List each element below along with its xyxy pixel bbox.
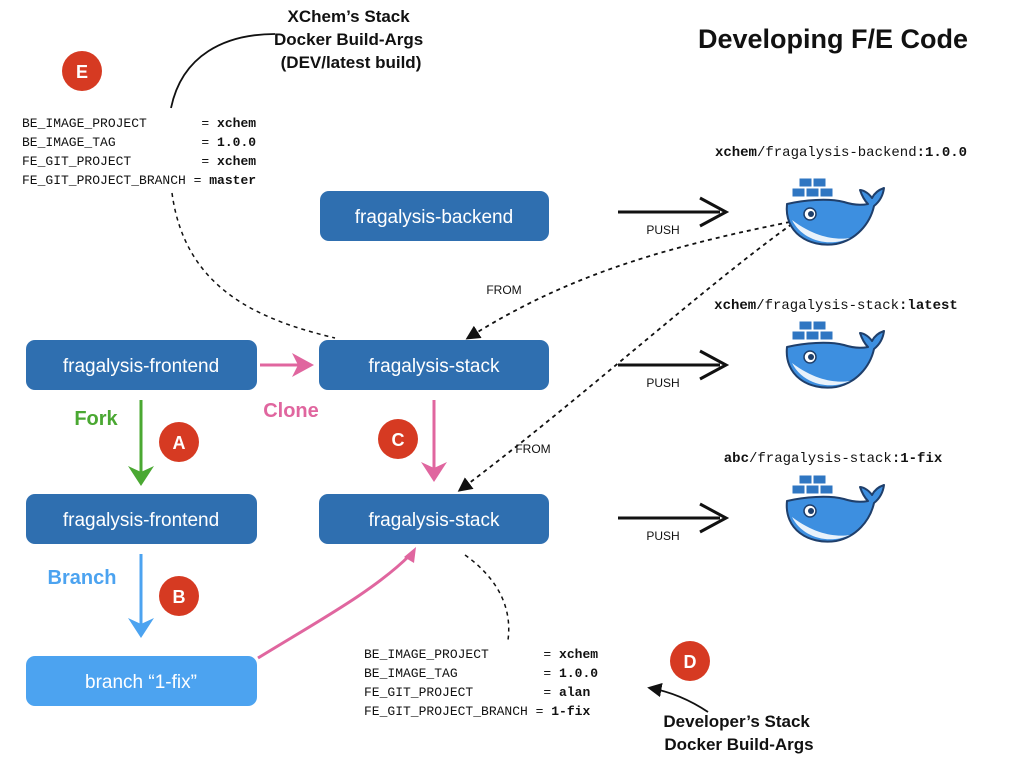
arg-value: alan <box>559 685 590 700</box>
svg-text:fragalysis-frontend: fragalysis-frontend <box>63 356 219 377</box>
from-label-bottom: FROM <box>515 442 550 456</box>
from-label-top: FROM <box>486 283 521 297</box>
svg-text:fragalysis-stack: fragalysis-stack <box>369 356 500 377</box>
badge-a: A <box>159 422 199 462</box>
svg-text:C: C <box>392 430 405 450</box>
svg-text:PUSH: PUSH <box>646 529 679 543</box>
box-fragalysis-frontend-fork: fragalysis-frontend <box>26 494 257 544</box>
push-arrow-stack-latest: PUSH <box>618 349 730 390</box>
svg-text:PUSH: PUSH <box>646 223 679 237</box>
image-name-backend: xchem/fragalysis-backend:1.0.0 <box>715 145 967 161</box>
badge-d: D <box>670 641 710 681</box>
branch-arrow-head <box>128 618 154 638</box>
badge-b: B <box>159 576 199 616</box>
xchem-args-caption: XChem’s Stack Docker Build-Args (DEV/lat… <box>274 7 428 72</box>
clone-arrow-vertical-head <box>421 462 447 482</box>
arg-value: 1.0.0 <box>217 135 256 150</box>
xchem-caption-pointer <box>170 33 276 109</box>
fork-label: Fork <box>74 408 118 430</box>
badge-e: E <box>62 51 102 91</box>
arg-value: master <box>209 173 256 188</box>
svg-text:FE_GIT_PROJECT_BRANCH = master: FE_GIT_PROJECT_BRANCH = master <box>22 173 256 188</box>
branch-to-stack-arrow-head <box>404 547 416 563</box>
svg-text:A: A <box>173 433 186 453</box>
branch-label: Branch <box>48 567 117 589</box>
docker-whale-icon <box>785 177 885 246</box>
arg-value: xchem <box>217 116 256 131</box>
svg-text:branch “1-fix”: branch “1-fix” <box>85 672 197 693</box>
arg-key: BE_IMAGE_TAG = <box>22 135 209 150</box>
box-fragalysis-frontend-origin: fragalysis-frontend <box>26 340 257 390</box>
arg-key: BE_IMAGE_TAG = <box>364 666 551 681</box>
push-arrow-backend: PUSH <box>618 196 730 237</box>
svg-text:FE_GIT_PROJECT = alan: FE_GIT_PROJECT = alan <box>364 685 590 700</box>
image-name-stack-latest: xchem/fragalysis-stack:latest <box>714 298 958 314</box>
image-name-stack-fix: abc/fragalysis-stack:1-fix <box>724 451 943 467</box>
dev-args-caption: Developer’s Stack Docker Build-Args <box>663 712 814 754</box>
arg-key: BE_IMAGE_PROJECT = <box>22 116 209 131</box>
from-arrow-to-stack <box>465 221 791 340</box>
arg-key: FE_GIT_PROJECT_BRANCH = <box>364 704 544 719</box>
badge-c: C <box>378 419 418 459</box>
box-fragalysis-stack-origin: fragalysis-stack <box>319 340 549 390</box>
svg-text:BE_IMAGE_PROJECT = xchem: BE_IMAGE_PROJECT = xchem <box>364 647 598 662</box>
svg-text:FE_GIT_PROJECT_BRANCH = 1-fix: FE_GIT_PROJECT_BRANCH = 1-fix <box>364 704 590 719</box>
svg-text:B: B <box>173 587 186 607</box>
svg-text:E: E <box>76 62 88 82</box>
svg-text:BE_IMAGE_PROJECT = xchem: BE_IMAGE_PROJECT = xchem <box>22 116 256 131</box>
svg-text:fragalysis-frontend: fragalysis-frontend <box>63 510 219 531</box>
dev-args-link <box>464 554 510 641</box>
fork-arrow-head <box>128 466 154 486</box>
diagram-title: Developing F/E Code <box>698 24 968 54</box>
branch-to-stack-arrow <box>257 553 412 660</box>
xchem-args-link <box>171 192 336 339</box>
box-fragalysis-backend: fragalysis-backend <box>320 191 549 241</box>
arg-key: FE_GIT_PROJECT = <box>364 685 551 700</box>
svg-text:BE_IMAGE_TAG = 1.0.0: BE_IMAGE_TAG = 1.0.0 <box>22 135 256 150</box>
arg-value: 1-fix <box>551 704 590 719</box>
push-arrow-stack-fix: PUSH <box>618 502 730 543</box>
arg-key: FE_GIT_PROJECT = <box>22 154 209 169</box>
arg-key: FE_GIT_PROJECT_BRANCH = <box>22 173 202 188</box>
docker-whale-icon <box>785 474 885 543</box>
arg-value: xchem <box>217 154 256 169</box>
svg-text:fragalysis-backend: fragalysis-backend <box>355 207 513 228</box>
arg-value: 1.0.0 <box>559 666 598 681</box>
xchem-build-args: BE_IMAGE_PROJECT = xchem BE_IMAGE_TAG = … <box>22 116 256 188</box>
docker-whale-icon <box>785 320 885 389</box>
developer-build-args: BE_IMAGE_PROJECT = xchem BE_IMAGE_TAG = … <box>364 647 598 719</box>
svg-text:FE_GIT_PROJECT = xchem: FE_GIT_PROJECT = xchem <box>22 154 256 169</box>
svg-text:BE_IMAGE_TAG = 1.0.0: BE_IMAGE_TAG = 1.0.0 <box>364 666 598 681</box>
arg-value: xchem <box>559 647 598 662</box>
box-fragalysis-stack-clone: fragalysis-stack <box>319 494 549 544</box>
box-branch-1-fix: branch “1-fix” <box>26 656 257 706</box>
arg-key: BE_IMAGE_PROJECT = <box>364 647 551 662</box>
svg-text:fragalysis-stack: fragalysis-stack <box>369 510 500 531</box>
dev-caption-pointer <box>647 682 709 713</box>
clone-arrow-horizontal-head <box>292 353 314 377</box>
svg-text:D: D <box>684 652 697 672</box>
clone-label: Clone <box>263 400 319 422</box>
svg-text:PUSH: PUSH <box>646 376 679 390</box>
from-arrow-to-stack-clone <box>457 223 793 492</box>
